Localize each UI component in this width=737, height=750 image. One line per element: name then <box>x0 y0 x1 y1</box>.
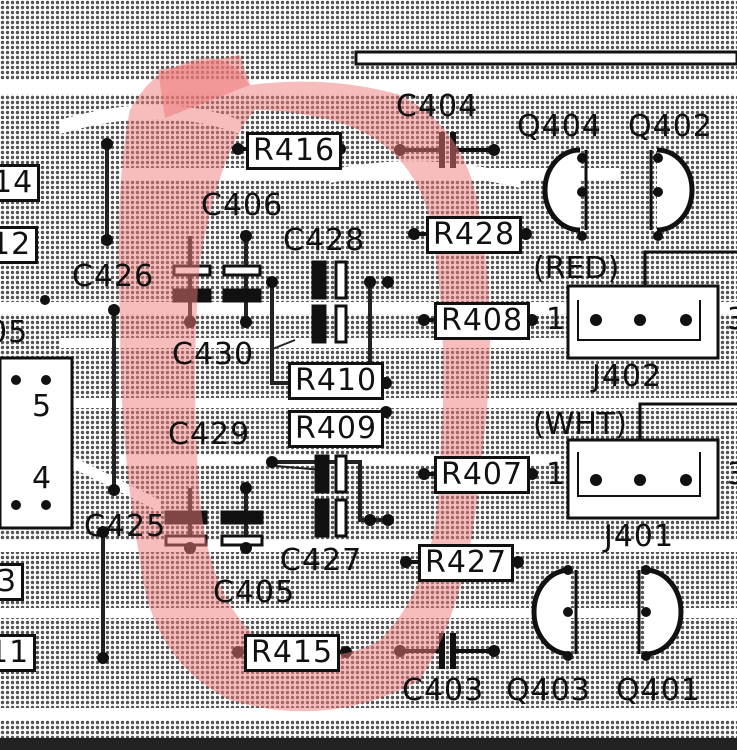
edge-label-5: 5 <box>32 389 53 424</box>
label-q402: Q402 <box>628 109 713 144</box>
j401-lead <box>638 402 737 440</box>
label-r409: R409 <box>288 410 385 448</box>
edge-label-11: 11 <box>0 634 37 672</box>
q402-outline <box>649 147 695 233</box>
label-c405: C405 <box>213 575 296 610</box>
label-q404: Q404 <box>517 109 602 144</box>
label-j402: J402 <box>592 359 663 394</box>
label-q401: Q401 <box>616 673 701 708</box>
label-r408: R408 <box>434 302 531 340</box>
label-c406: C406 <box>201 188 284 223</box>
label-red-tag: (RED) <box>533 251 620 286</box>
c427-cap <box>314 498 348 538</box>
q401-outline <box>637 567 684 657</box>
label-c428: C428 <box>283 223 366 258</box>
edge-label-3: 3 <box>0 563 25 601</box>
annotation-marker-tick <box>158 55 250 118</box>
label-r407: R407 <box>434 456 531 494</box>
j402-lead <box>643 250 737 286</box>
c430-cap <box>311 304 348 344</box>
q403-outline <box>531 567 578 657</box>
label-r427: R427 <box>418 544 515 582</box>
label-q403: Q403 <box>506 673 591 708</box>
j401-pin1-label: 1 <box>546 457 566 492</box>
label-c404: C404 <box>396 89 479 124</box>
label-r428: R428 <box>426 216 523 254</box>
j401-pin3-label: 3 <box>727 457 737 492</box>
edge-label-4: 4 <box>32 461 53 496</box>
j402-pin1-label: 1 <box>546 302 566 337</box>
label-c426: C426 <box>72 259 155 294</box>
label-c429: C429 <box>168 417 251 452</box>
j402-pin3-label: 3 <box>727 302 737 337</box>
label-c425: C425 <box>84 509 167 544</box>
bottom-edge <box>0 738 737 750</box>
label-r415: R415 <box>244 634 341 672</box>
edge-label-05: 05 <box>0 315 29 350</box>
label-c403: C403 <box>402 673 485 708</box>
j402-notch <box>577 300 701 341</box>
c429-cap <box>314 454 348 494</box>
annotation-marker-loop <box>118 58 490 712</box>
edge-label-12: 12 <box>0 226 39 264</box>
edge-label-14: 14 <box>0 164 41 202</box>
label-c430: C430 <box>172 337 255 372</box>
c428-cap <box>311 260 348 300</box>
label-r416: R416 <box>246 132 343 170</box>
label-wht-tag: (WHT) <box>533 407 627 442</box>
left-connector-block <box>0 356 74 530</box>
top-bracket <box>354 50 737 66</box>
label-r410: R410 <box>288 362 385 400</box>
label-c427: C427 <box>280 543 363 578</box>
j401-notch <box>577 452 701 497</box>
label-j401: J401 <box>604 519 675 554</box>
